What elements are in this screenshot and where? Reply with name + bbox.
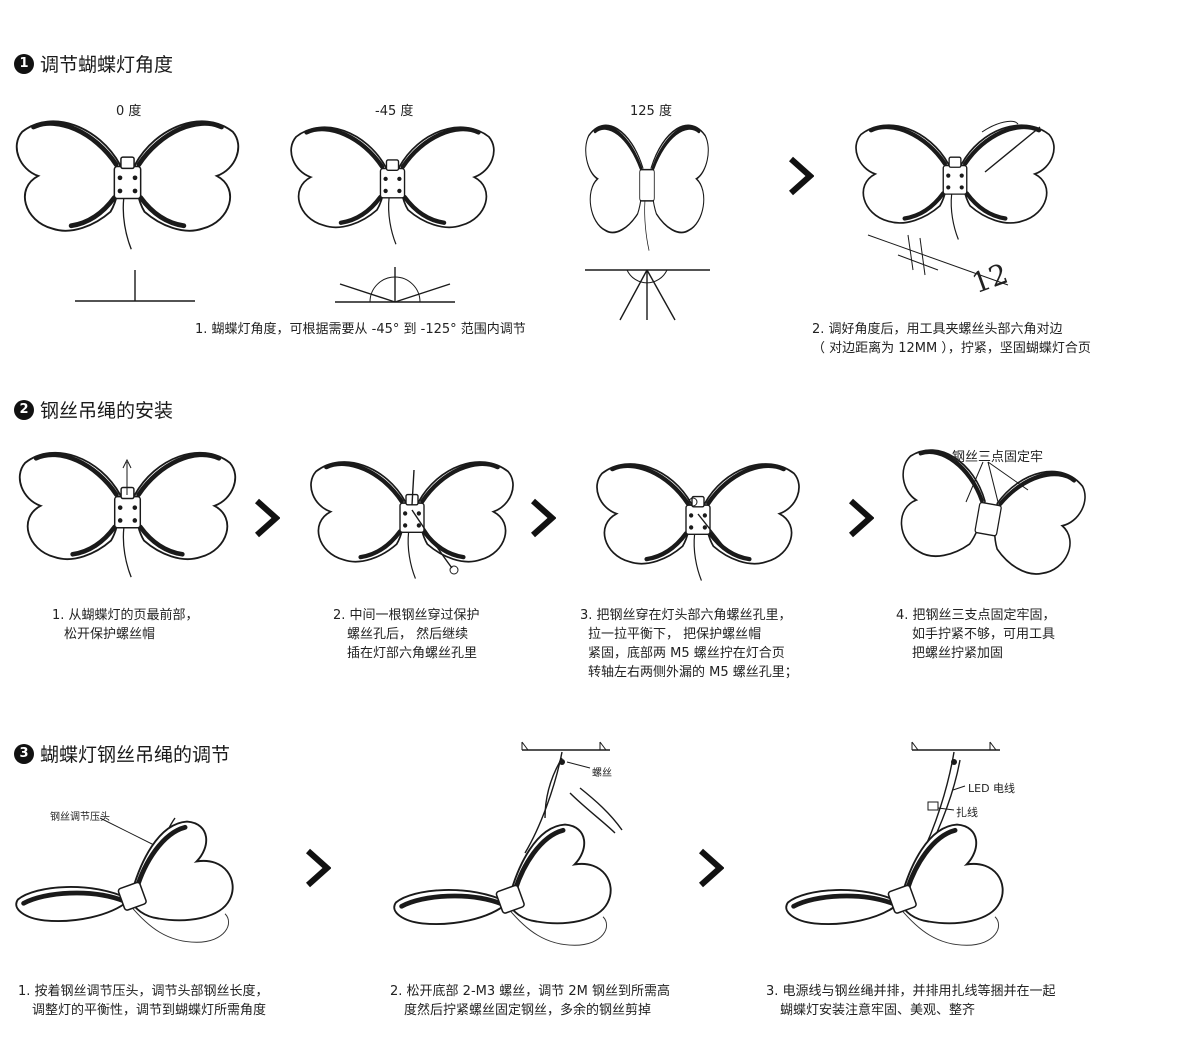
caption-line: 松开保护螺丝帽 [64,627,156,642]
led-wire-label: LED 电线 [968,782,1016,795]
butterfly-step3-2-figure [393,741,623,946]
caption-line: 蝴蝶灯安装注意牢固、美观、整齐 [780,1003,976,1018]
butterfly-step3-3-figure [785,741,1004,946]
butterfly-step2-2-figure [302,450,522,600]
section-3-number: 3 [14,743,34,764]
caption-line: 4. 把钢丝三支点固定牢固， [896,608,1056,623]
caption-line: 螺丝孔后， 然后继续 [347,627,469,642]
caption-line: 调整灯的平衡性，调节到蝴蝶灯所需角度 [32,1003,267,1018]
step-arrow-icon [530,498,556,538]
cable-tie-label: 扎线 [956,806,978,819]
caption-line: 2. 调好角度后，用工具夹螺丝头部六角对边 [812,322,1063,337]
caption-line: 如手拧紧不够，可用工具 [912,627,1056,642]
three-point-fix-label: 钢丝三点固定牢 [952,450,1044,465]
butterfly-minus45-figure [285,108,500,273]
caption-line: 3. 把钢丝穿在灯头部六角螺丝孔里， [580,608,792,623]
angle-gauge-125 [585,269,710,321]
butterfly-step2-1-figure [10,440,245,600]
caption-s1-step2: 2. 调好角度后，用工具夹螺丝头部六角对边 （ 对边距离为 12MM ），拧紧，… [812,320,1091,358]
wire-clamp-label: 钢丝调节压头 [50,812,110,823]
caption-s3-step3: 3. 电源线与钢丝绳并排，并排用扎线等捆并在一起 蝴蝶灯安装注意牢固、美观、整齐 [766,982,1056,1020]
step-arrow-icon [848,498,874,538]
section-2-title: 2 钢丝吊绳的安装 [14,396,173,423]
caption-line: （ 对边距离为 12MM ），拧紧，坚固蝴蝶灯合页 [812,341,1091,356]
caption-s2-step4: 4. 把钢丝三支点固定牢固， 如手拧紧不够，可用工具 把螺丝拧紧加固 [896,606,1056,663]
caption-line: 1. 按着钢丝调节压头，调节头部钢丝长度， [18,984,269,999]
caption-line: 紧固，底部两 M5 螺丝拧在灯合页 [588,646,785,661]
angle-gauge-0 [75,270,195,302]
caption-line: 转轴左右两侧外漏的 M5 螺丝孔里； [588,665,798,680]
caption-line: 把螺丝拧紧加固 [912,646,1004,661]
caption-line: 拉一拉平衡下， 把保护螺丝帽 [588,627,762,642]
screw-label: 螺丝 [592,768,612,779]
section-1-title: 1 调节蝴蝶灯角度 [14,50,173,77]
section-2-heading: 钢丝吊绳的安装 [40,400,174,422]
section-3-title: 3 蝴蝶灯钢丝吊绳的调节 [14,740,230,767]
butterfly-125-figure [585,124,709,251]
caption-line: 1. 从蝴蝶灯的页最前部， [52,608,199,623]
butterfly-step2-3-figure [588,452,808,602]
caption-s2-step1: 1. 从蝴蝶灯的页最前部， 松开保护螺丝帽 [52,606,199,644]
caption-line: 1. 蝴蝶灯角度，可根据需要从 -45° 到 -125° 范围内调节 [195,322,526,337]
caption-line: 2. 中间一根钢丝穿过保护 [333,608,480,623]
section-1-number: 1 [14,53,34,74]
step-arrow-icon [698,848,724,888]
butterfly-step3-1-figure [15,817,234,943]
angle-label-0: 0 度 [116,104,142,119]
caption-line: 3. 电源线与钢丝绳并排，并排用扎线等捆并在一起 [766,984,1056,999]
angle-gauge-minus45 [335,267,455,303]
caption-s3-step2: 2. 松开底部 2-M3 螺丝，调节 2M 钢丝到所需高 度然后拧紧螺丝固定钢丝… [390,982,670,1020]
section-2-number: 2 [14,399,34,420]
butterfly-step2-4-figure [900,449,1086,575]
section-3-heading: 蝴蝶灯钢丝吊绳的调节 [40,744,231,766]
step-arrow-icon [788,156,814,196]
caption-line: 插在灯部六角螺丝孔里 [347,646,478,661]
step-arrow-icon [254,498,280,538]
angle-label-minus45: -45 度 [375,104,414,119]
step-arrow-icon [305,848,331,888]
caption-s3-step1: 1. 按着钢丝调节压头，调节头部钢丝长度， 调整灯的平衡性，调节到蝴蝶灯所需角度 [18,982,269,1020]
section-1-heading: 调节蝴蝶灯角度 [40,54,174,76]
caption-line: 2. 松开底部 2-M3 螺丝，调节 2M 钢丝到所需高 [390,984,671,999]
dimension-12-figure [867,234,1009,286]
caption-s2-step3: 3. 把钢丝穿在灯头部六角螺丝孔里， 拉一拉平衡下， 把保护螺丝帽 紧固，底部两… [580,606,798,682]
caption-line: 度然后拧紧螺丝固定钢丝，多余的钢丝剪掉 [404,1003,652,1018]
butterfly-tool-figure [850,120,1060,262]
angle-label-125: 125 度 [630,104,672,119]
caption-s2-step2: 2. 中间一根钢丝穿过保护 螺丝孔后， 然后继续 插在灯部六角螺丝孔里 [333,606,480,663]
caption-s1-step1: 1. 蝴蝶灯角度，可根据需要从 -45° 到 -125° 范围内调节 [195,320,526,339]
butterfly-0-deg-figure [10,108,245,273]
